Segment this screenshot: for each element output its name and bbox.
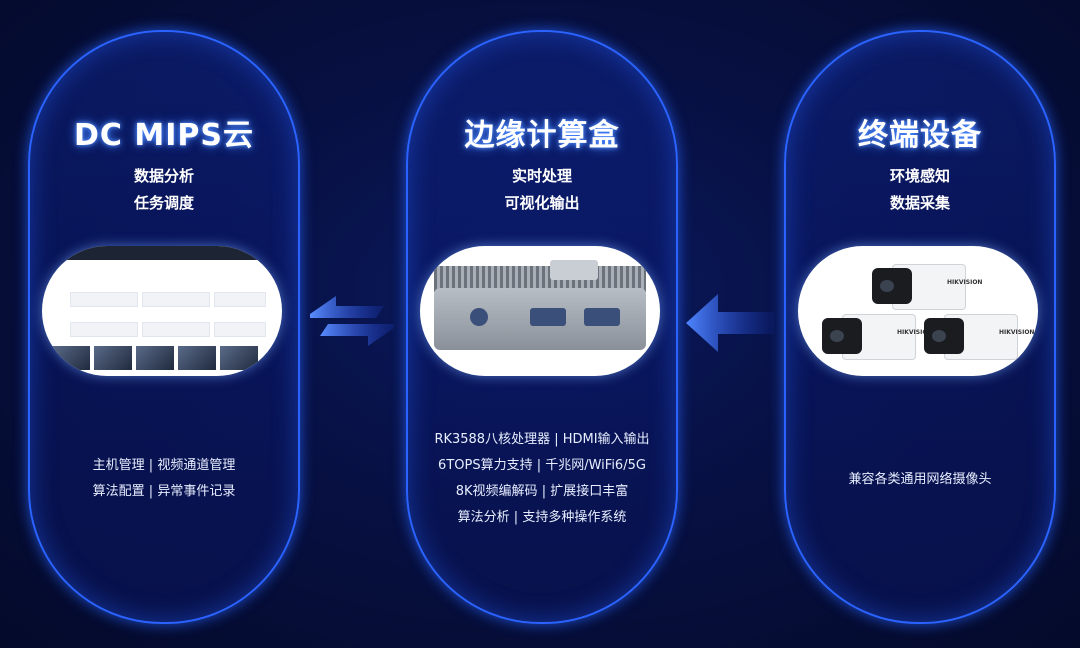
camera-icon: HIKVISION — [872, 264, 982, 310]
serial-port-icon — [530, 308, 566, 326]
terminal-sub2: 数据采集 — [889, 194, 950, 212]
edge-sub1: 实时处理 — [511, 167, 572, 185]
cloud-title: DC MIPS云 — [74, 118, 254, 153]
heatsink-fins — [434, 266, 646, 292]
terminal-desc-1: 兼容各类通用网络摄像头 — [848, 472, 992, 487]
edge-sub2: 可视化输出 — [504, 194, 580, 212]
bidirectional-arrow-icon — [310, 296, 394, 346]
edge-panel: 边缘计算盒 实时处理 可视化输出 RK3588八核处理器 | HDMI输入输出 … — [406, 30, 678, 624]
terminal-panel: 终端设备 环境感知 数据采集 HIKVISION HIKVISION HIKVI… — [784, 30, 1056, 624]
cloud-sub1: 数据分析 — [133, 167, 194, 185]
edge-box-image — [420, 246, 660, 376]
camera-icon: HIKVISION — [822, 314, 932, 360]
edge-desc-4: 算法分析 | 支持多种操作系统 — [457, 510, 627, 525]
terminal-title: 终端设备 — [858, 118, 982, 153]
video-thumbnail — [136, 346, 174, 370]
terminal-sub1: 环境感知 — [889, 167, 950, 185]
video-thumbnail — [94, 346, 132, 370]
video-thumbnail — [52, 346, 90, 370]
cloud-sub2: 任务调度 — [133, 194, 194, 212]
camera-icon: HIKVISION — [924, 314, 1034, 360]
edge-desc-3: 8K视频编解码 | 扩展接口丰富 — [455, 484, 629, 499]
cameras-image: HIKVISION HIKVISION HIKVISION — [798, 246, 1038, 376]
box-top-plate — [550, 260, 598, 280]
dashboard-card — [214, 322, 266, 337]
serial-port-icon — [584, 308, 620, 326]
cloud-desc-1: 主机管理 | 视频通道管理 — [92, 458, 236, 473]
dashboard-card — [142, 292, 210, 307]
left-arrow-icon — [686, 294, 774, 352]
cloud-desc-2: 算法配置 | 异常事件记录 — [92, 484, 236, 499]
dashboard-card — [70, 292, 138, 307]
video-thumbnail — [220, 346, 258, 370]
dashboard-header-bar — [42, 246, 282, 260]
cloud-dashboard-image — [42, 246, 282, 376]
cloud-panel: DC MIPS云 数据分析 任务调度 主机管理 | 视频通道管理 算法配置 | … — [28, 30, 300, 624]
dashboard-card — [142, 322, 210, 337]
edge-title: 边缘计算盒 — [464, 118, 620, 153]
edge-desc-2: 6TOPS算力支持 | 千兆网/WiFi6/5G — [438, 458, 646, 473]
video-thumbnail — [178, 346, 216, 370]
edge-desc-1: RK3588八核处理器 | HDMI输入输出 — [434, 432, 650, 447]
dashboard-card — [214, 292, 266, 307]
antenna-port-icon — [470, 308, 488, 326]
dashboard-card — [70, 322, 138, 337]
